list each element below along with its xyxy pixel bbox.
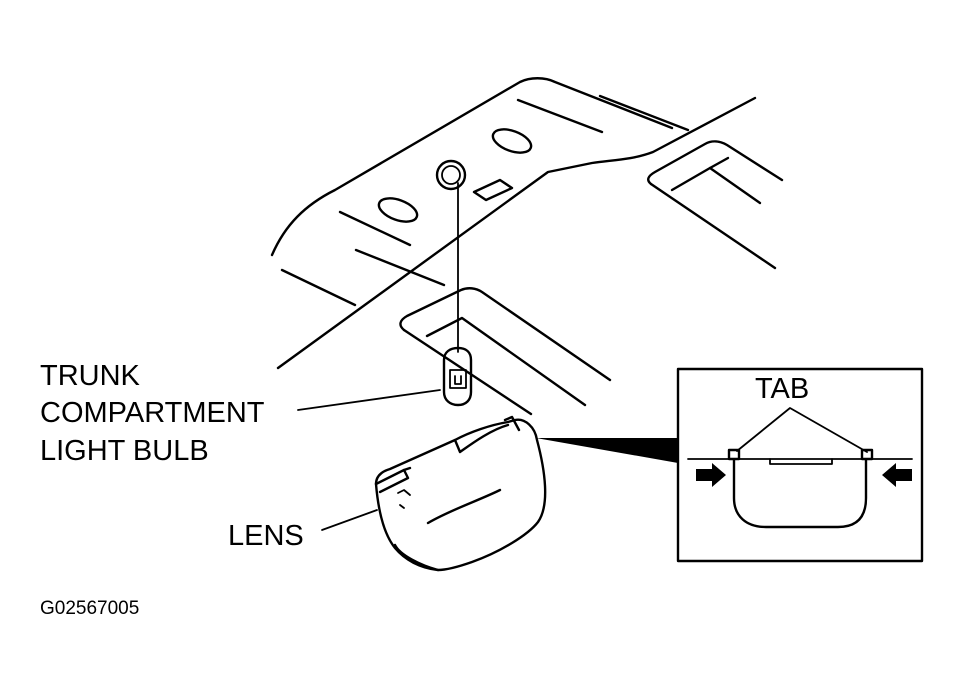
detail-inset-box [676, 367, 924, 563]
arrow-left-icon [882, 463, 912, 487]
lens-label: LENS [228, 520, 304, 552]
trunk-lid-recess-lower [399, 287, 612, 416]
arrow-right-icon [696, 463, 726, 487]
bulb-label-leader [297, 389, 441, 411]
light-bulb-icon [442, 346, 473, 407]
lens-cover [374, 415, 547, 572]
bulb-label-line3: LIGHT BULB [40, 435, 209, 467]
figure-id: G02567005 [40, 598, 139, 619]
trunk-lid-panel [270, 77, 757, 370]
lens-label-leader [321, 509, 378, 531]
bulb-label-line2: COMPARTMENT [40, 397, 265, 429]
bulb-label-line1: TRUNK [40, 360, 141, 392]
tab-label: TAB [755, 373, 809, 405]
callout-wedge [536, 438, 678, 463]
trunk-lid-recess-right [647, 140, 784, 270]
